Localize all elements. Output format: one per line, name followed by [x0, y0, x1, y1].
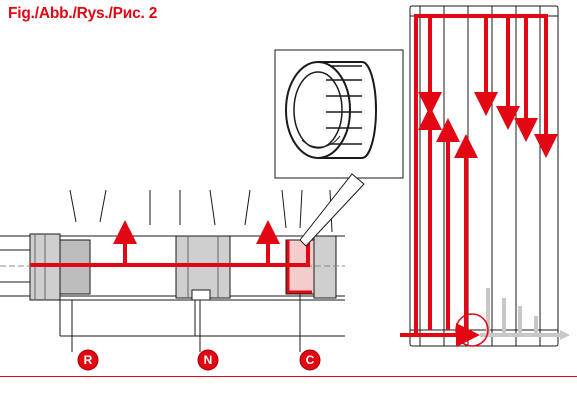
sleeve-callout	[274, 49, 404, 247]
nipple-n	[175, 235, 231, 301]
bottom-rule	[0, 376, 577, 377]
connection-cross-section	[0, 189, 345, 352]
marker-c-label: C	[306, 353, 315, 367]
marker-n: N	[197, 349, 219, 371]
marker-c: C	[299, 349, 321, 371]
marker-r: R	[77, 349, 99, 371]
section-stubs	[69, 189, 333, 233]
marker-r-label: R	[84, 353, 93, 367]
marker-n-label: N	[204, 353, 213, 367]
figure-title: Fig./Abb./Rys./Рис. 2	[8, 5, 158, 22]
highlight-circle	[455, 313, 489, 347]
sleeve-detail-icon	[285, 61, 377, 159]
flow-arrows-cross-section	[30, 220, 312, 294]
ghost-flow-arrows	[480, 288, 570, 340]
flow-arrows-radiator	[400, 14, 558, 347]
